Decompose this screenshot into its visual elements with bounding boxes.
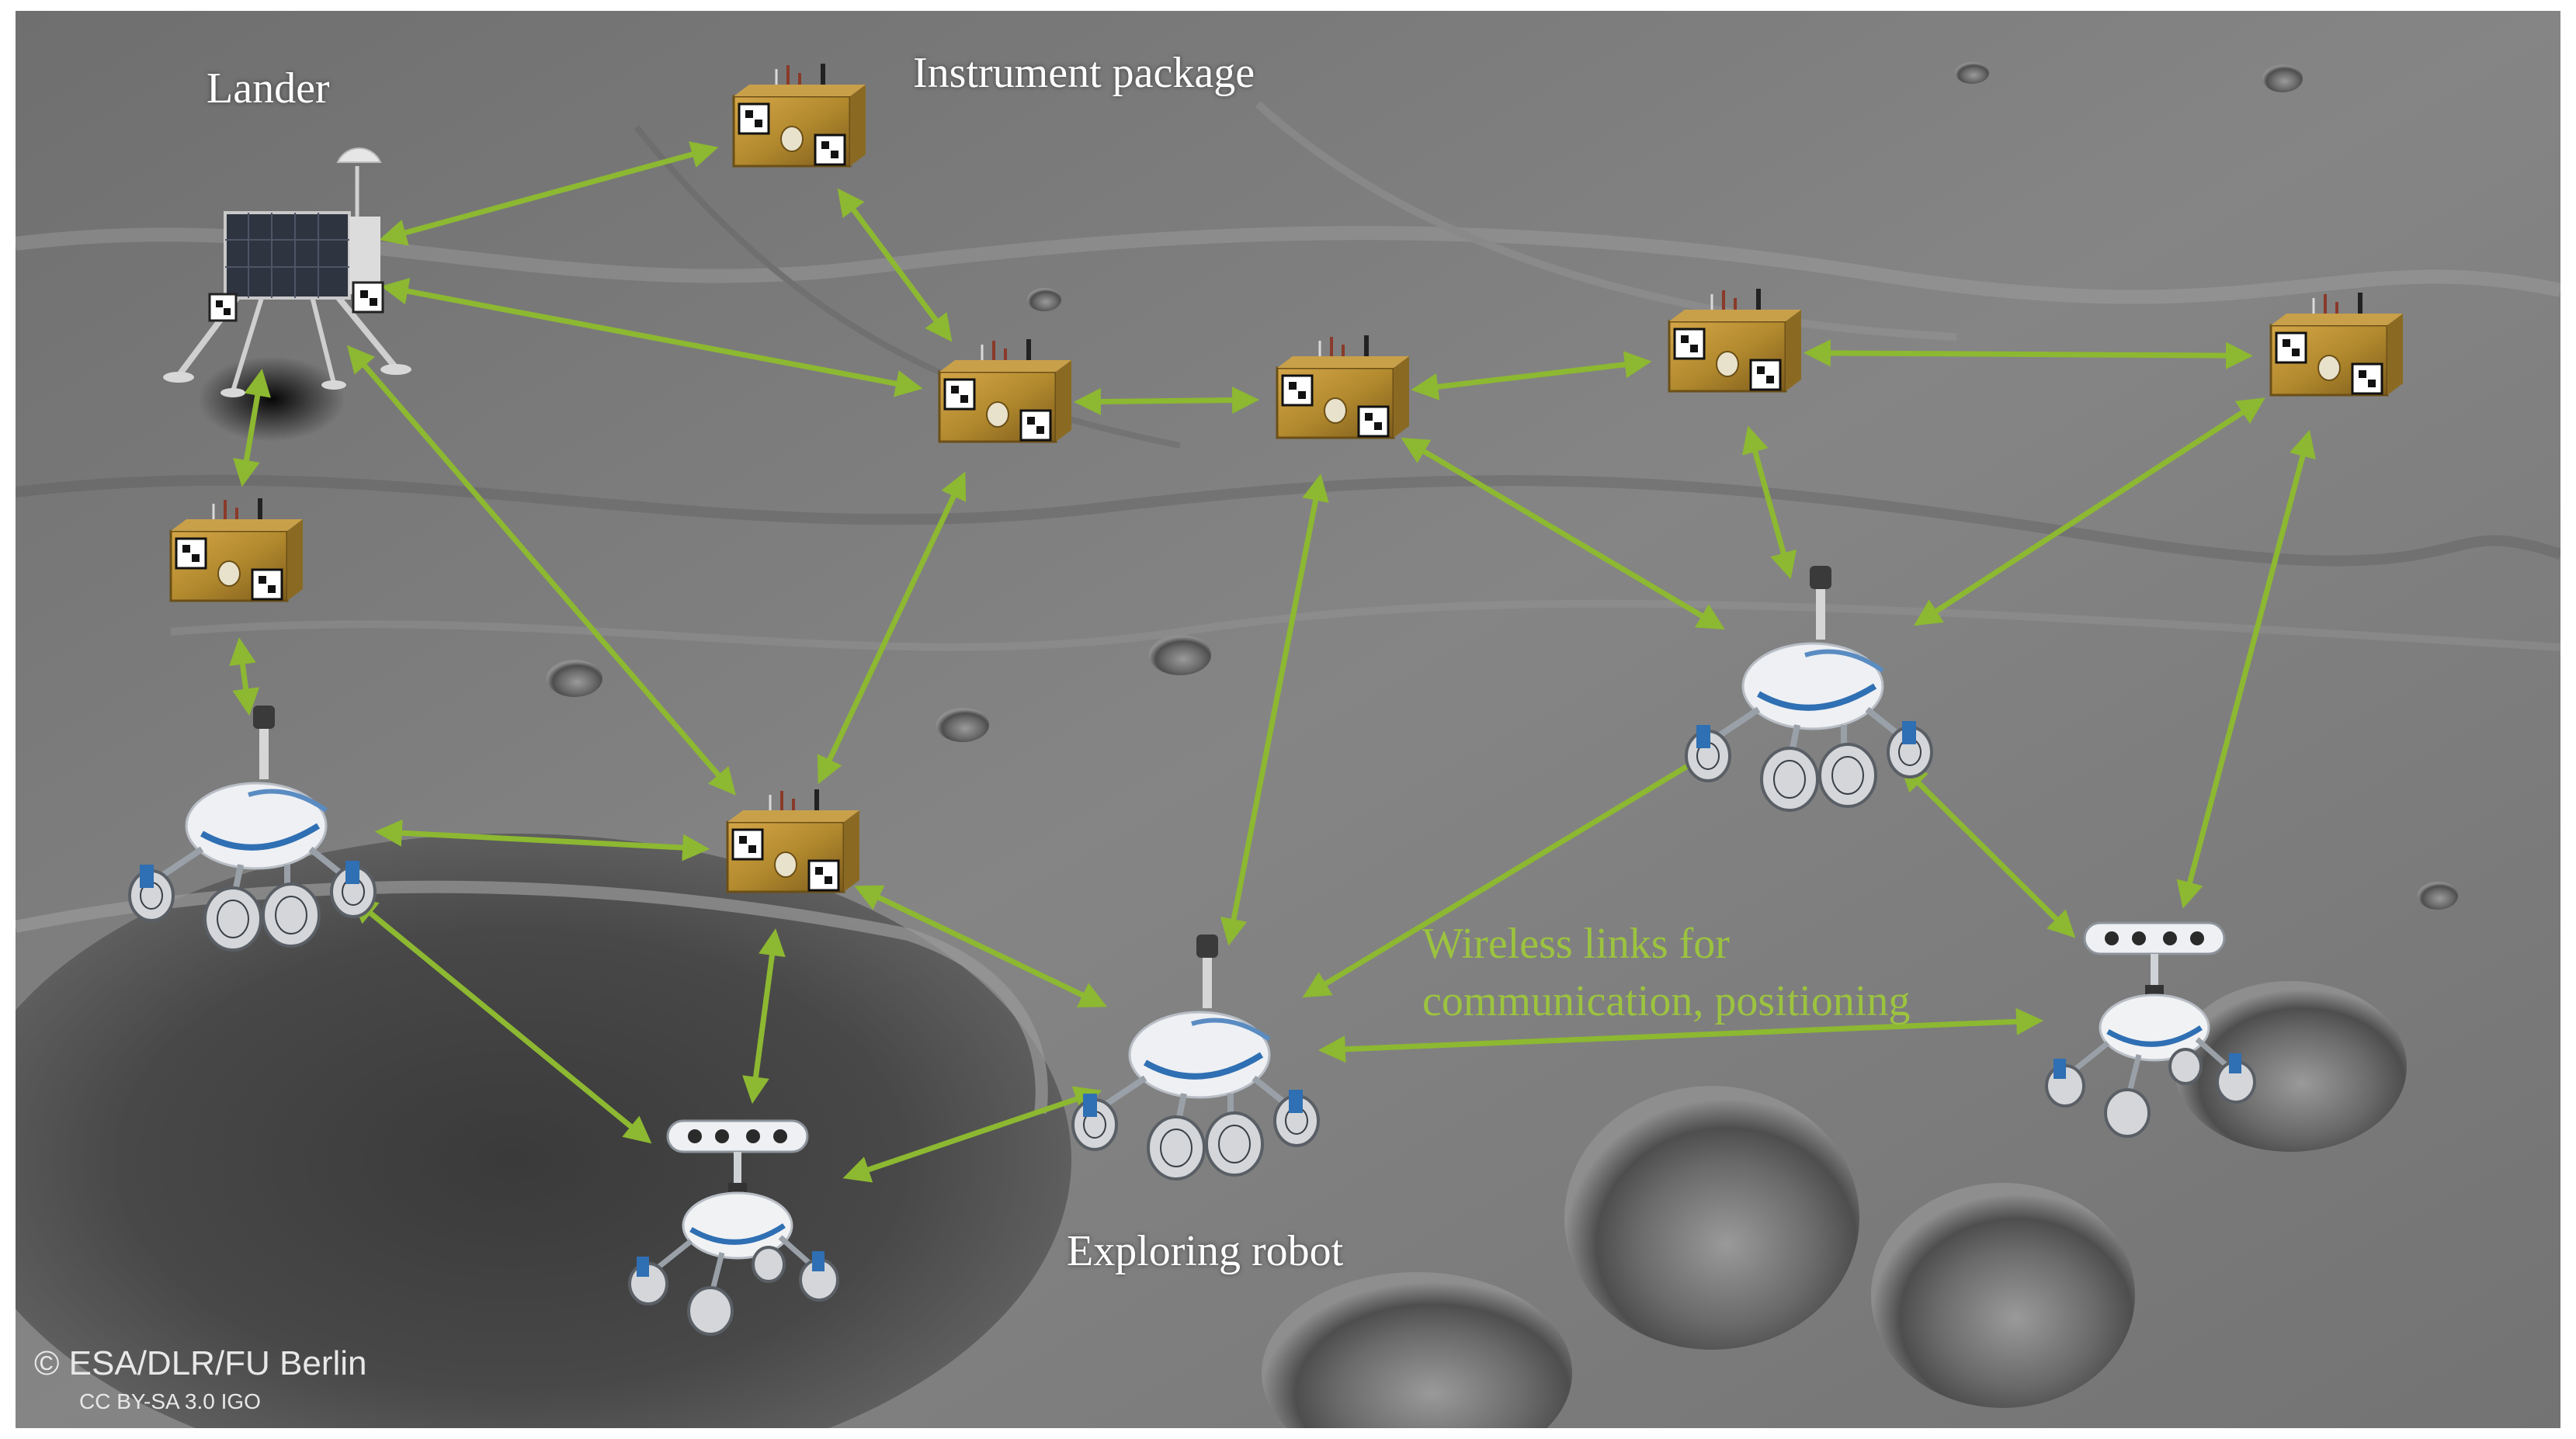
lander-icon <box>163 147 411 397</box>
link-arrow-pkg-center-1-pkg-center-2 <box>1074 387 1259 415</box>
rover-icon <box>1071 934 1320 1181</box>
link-arrow-pkg-left-robot-left <box>229 637 259 716</box>
link-arrow-pkg-mid-robot-crater <box>742 928 786 1104</box>
link-arrow-pkg-top-pkg-center-1 <box>837 188 953 342</box>
lunar-scene: Lander Instrument package Exploring robo… <box>16 11 2560 1428</box>
link-arrow-pkg-right-2-robot-right-lower <box>2176 429 2316 909</box>
link-arrow-robot-right-upper-robot-center <box>1302 743 1726 998</box>
lander-shadow <box>198 356 345 442</box>
instrument-package-icon <box>938 339 1071 443</box>
link-arrow-pkg-center-2-pkg-right-1 <box>1411 351 1652 400</box>
link-arrow-pkg-top-lander <box>379 141 719 246</box>
link-arrow-robot-left-robot-crater <box>349 896 652 1144</box>
wireless-links-label-line1: Wireless links for <box>1422 920 1730 968</box>
link-arrow-pkg-center-2-robot-right-upper <box>1401 437 1725 630</box>
link-arrow-pkg-right-1-pkg-right-2 <box>1804 339 2253 369</box>
link-arrow-robot-crater-robot-center <box>842 1086 1102 1183</box>
lander-label: Lander <box>207 64 330 113</box>
lunar-scene-canvas <box>16 11 2560 1428</box>
link-arrow-lander-pkg-mid <box>346 345 736 796</box>
instrument-package-icon <box>1276 335 1409 439</box>
link-arrow-lander-pkg-left <box>233 369 271 487</box>
link-arrow-pkg-mid-robot-center <box>854 885 1108 1007</box>
link-arrow-pkg-center-2-robot-center <box>1220 473 1329 946</box>
instrument-package-label: Instrument package <box>913 49 1255 97</box>
instrument-package-icon <box>1668 289 1801 393</box>
wireless-links-label-line2: communication, positioning <box>1422 977 1911 1025</box>
rover-icon <box>128 706 377 952</box>
copyright-credit: © ESA/DLR/FU Berlin <box>34 1344 367 1382</box>
exploring-robot-label: Exploring robot <box>1067 1227 1344 1275</box>
link-arrow-robot-center-robot-right-lower <box>1318 1007 2044 1063</box>
small-craters <box>547 62 2458 1428</box>
instrument-package-icon <box>726 789 859 893</box>
scout-rover-icon <box>628 1119 839 1336</box>
link-arrow-pkg-right-1-robot-right-upper <box>1741 425 1797 580</box>
instrument-package-icon <box>732 64 866 168</box>
rover-icon <box>1685 566 1933 812</box>
scout-rover-icon <box>2045 921 2256 1138</box>
instrument-package-icon <box>2269 293 2403 397</box>
wireless-links <box>229 141 2316 1183</box>
link-arrow-lander-pkg-center-1 <box>380 278 923 397</box>
link-arrow-robot-right-upper-robot-right-lower <box>1899 764 2076 938</box>
instrument-package-icon <box>169 498 303 602</box>
instrument-packages <box>169 64 2403 893</box>
robots <box>128 566 2256 1336</box>
license-credit: CC BY-SA 3.0 IGO <box>79 1389 261 1413</box>
link-arrow-robot-left-pkg-mid <box>374 819 710 862</box>
link-arrow-pkg-center-1-pkg-mid <box>817 471 967 785</box>
